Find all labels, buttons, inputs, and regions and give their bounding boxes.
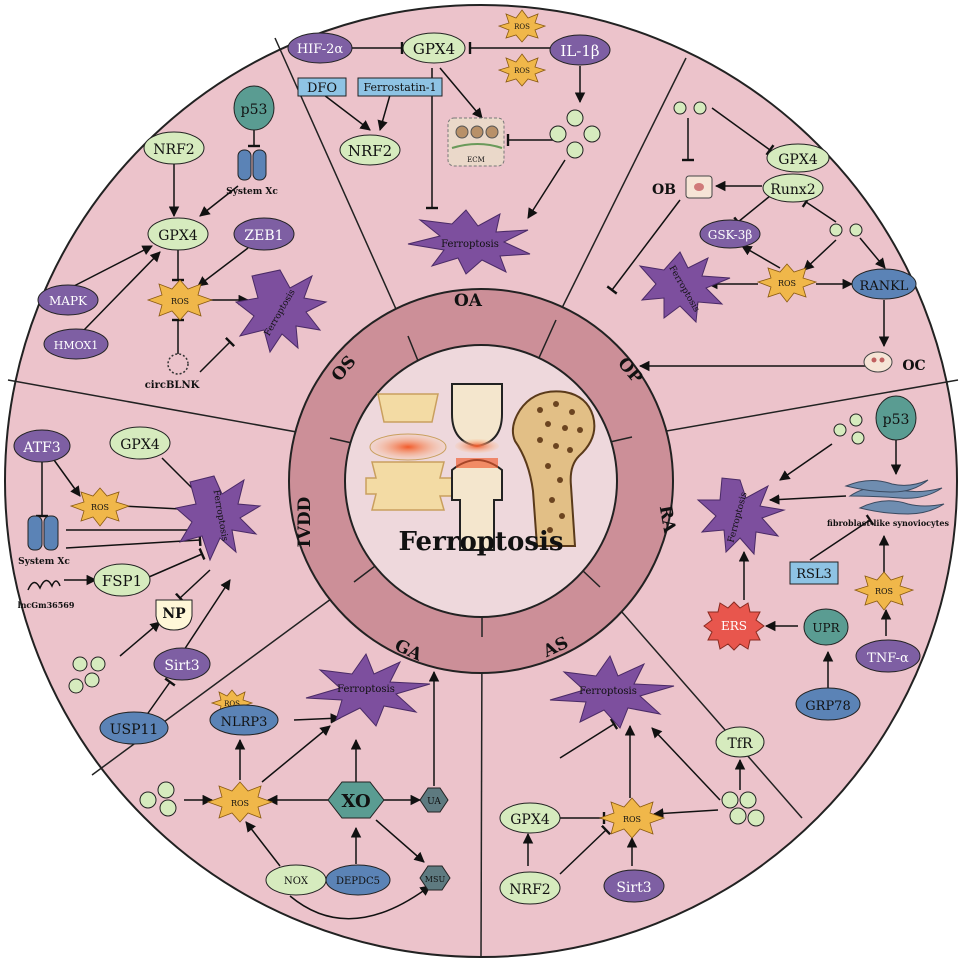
- node-op-rankl: RANKL: [860, 279, 909, 294]
- as-iron-cluster: [721, 791, 765, 827]
- node-oa-ferrostatin: Ferrostatin-1: [363, 81, 436, 94]
- bone-pores: [537, 401, 583, 533]
- op-osteoclast-cell: [863, 351, 893, 373]
- node-ra-ers: ERS: [721, 619, 747, 633]
- node-oa-gpx4: GPX4: [413, 40, 455, 58]
- center-title: Ferroptosis: [398, 527, 563, 557]
- node-ga-msu: MSU: [425, 875, 446, 884]
- sector-oa: HIF-2α GPX4 IL-1β DFO Ferrostatin-1 NRF2…: [287, 9, 611, 275]
- oa-iron-cluster: [549, 109, 601, 159]
- node-os-ros: ROS: [171, 297, 189, 306]
- node-ivdd-lnc: lncGm36569: [18, 600, 75, 610]
- node-oa-ecm: ECM: [467, 156, 485, 164]
- knee-inflamed-lower: [456, 458, 498, 468]
- op-iron-right: [829, 223, 863, 237]
- node-ga-nox: NOX: [284, 876, 309, 887]
- sector-os: p53 NRF2 System Xc GPX4 ZEB1 MAPK ROS HM…: [37, 85, 328, 391]
- node-ivdd-ros: ROS: [91, 503, 109, 512]
- ivdd-transporter-right: [43, 515, 59, 551]
- node-ivdd-gpx4: GPX4: [120, 437, 160, 453]
- node-op-oc: OC: [902, 358, 925, 374]
- vertebra-bottom: [365, 461, 459, 511]
- sector-op: GPX4 Runx2 OB GSK-3β ROS RANKL OC Ferrop…: [606, 101, 926, 374]
- node-oa-dfo: DFO: [307, 81, 337, 96]
- node-as-gpx4: GPX4: [510, 812, 550, 828]
- node-ra-tnfa: TNF-α: [867, 651, 909, 666]
- node-os-circ: circBLNK: [145, 380, 200, 391]
- femur-bone: [511, 390, 596, 547]
- sector-ivdd: ATF3 GPX4 ROS System Xc lncGm36569 FSP1 …: [13, 426, 262, 745]
- node-ra-ros: ROS: [875, 587, 893, 596]
- node-oa-ros-b: ROS: [514, 67, 530, 75]
- sector-label-ra: RA: [655, 504, 680, 535]
- node-as-ros: ROS: [623, 815, 641, 824]
- os-transporter-left: [237, 149, 252, 181]
- node-op-ob: OB: [652, 182, 676, 198]
- sector-ga: ROS NLRP3 Ferroptosis ROS XO UA NOX DEPD…: [139, 652, 451, 920]
- disc-inflamed: [369, 433, 447, 461]
- node-oa-nrf2: NRF2: [348, 142, 392, 160]
- node-ra-fls: fibroblast-like synoviocytes: [827, 518, 949, 528]
- ivdd-np-box: [155, 599, 193, 631]
- node-ra-rsl3: RSL3: [796, 567, 832, 582]
- node-ivdd-systemxc: System Xc: [18, 557, 70, 567]
- sector-label-ivdd: IVDD: [295, 496, 315, 547]
- ivdd-lnc-rna-icon: [27, 579, 61, 591]
- node-oa-ferroptosis: Ferroptosis: [441, 239, 499, 250]
- os-circrna-icon: [167, 353, 189, 375]
- node-os-zeb1: ZEB1: [244, 228, 283, 244]
- node-oa-ros-a: ROS: [514, 23, 530, 31]
- os-transporter-right: [252, 149, 267, 181]
- node-os-mapk: MAPK: [49, 294, 88, 308]
- sector-dividers: [7, 37, 959, 958]
- node-ga-ros-small: ROS: [224, 700, 240, 708]
- center-illustration: [365, 383, 596, 551]
- node-ga-depdc5: DEPDC5: [336, 876, 380, 887]
- node-ivdd-atf3: ATF3: [22, 440, 60, 456]
- node-ga-xo: XO: [341, 791, 370, 812]
- node-ivdd-fsp1: FSP1: [102, 572, 142, 590]
- node-ra-grp78: GRP78: [805, 699, 850, 714]
- node-os-nrf2: NRF2: [153, 142, 194, 158]
- knee-inflamed: [455, 439, 499, 453]
- node-as-sirt3: Sirt3: [616, 880, 651, 896]
- op-iron-top: [673, 101, 707, 115]
- node-as-nrf2: NRF2: [509, 882, 550, 898]
- ga-iron-cluster: [139, 781, 177, 817]
- node-ivdd-np: NP: [162, 606, 186, 622]
- node-as-tfr: TfR: [727, 736, 753, 752]
- ivdd-transporter-left: [27, 515, 43, 551]
- ra-iron-cluster: [833, 413, 865, 445]
- node-os-p53: p53: [241, 102, 268, 118]
- node-as-ferroptosis: Ferroptosis: [579, 686, 637, 697]
- femur-joint: [451, 383, 503, 448]
- node-ra-upr: UPR: [812, 621, 840, 635]
- node-op-gsk3b: GSK-3β: [708, 228, 753, 242]
- node-ga-nlrp3: NLRP3: [221, 715, 268, 730]
- node-op-gpx4: GPX4: [778, 152, 818, 168]
- node-oa-hif2a: HIF-2α: [297, 42, 344, 57]
- node-ivdd-sirt3: Sirt3: [164, 658, 199, 674]
- sector-label-oa: OA: [454, 291, 483, 311]
- node-op-ros: ROS: [778, 279, 796, 288]
- ra-fls-cells: [844, 479, 945, 515]
- node-os-systemxc: System Xc: [226, 187, 278, 197]
- node-ivdd-usp11: USP11: [110, 722, 159, 738]
- sector-ra: p53 fibroblast-like synoviocytes RSL3 RO…: [696, 395, 949, 721]
- node-op-runx2: Runx2: [770, 182, 815, 198]
- node-ga-ua: UA: [427, 797, 441, 807]
- ivdd-iron-cluster: [68, 656, 106, 694]
- node-ga-ferroptosis: Ferroptosis: [337, 684, 395, 695]
- node-os-hmox1: HMOX1: [54, 339, 99, 352]
- node-ra-p53: p53: [883, 412, 910, 428]
- sector-as: Ferroptosis TfR GPX4 ROS NRF2 Sirt3: [499, 654, 765, 905]
- node-ga-ros: ROS: [231, 799, 249, 808]
- node-os-gpx4: GPX4: [158, 228, 198, 244]
- vertebra-top: [377, 393, 439, 423]
- node-oa-il1b: IL-1β: [560, 42, 599, 60]
